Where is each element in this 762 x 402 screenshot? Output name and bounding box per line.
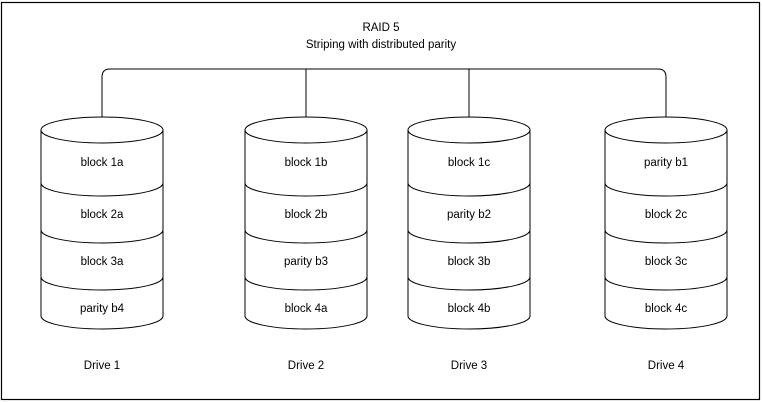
drive-4-block-4-label: block 4c xyxy=(645,303,687,315)
drive-4-divider-3 xyxy=(604,276,728,291)
drive-1-divider-2 xyxy=(40,229,164,244)
drive-1-top xyxy=(40,116,164,144)
drive-3-body xyxy=(407,129,531,330)
drive-4-divider-2 xyxy=(604,229,728,244)
drive-3-block-1-label: block 1c xyxy=(448,157,490,169)
drive-2-block-1-label: block 1b xyxy=(285,157,328,169)
diagram-title-line1: RAID 5 xyxy=(362,22,399,34)
drive-4-top xyxy=(604,116,728,144)
drive-2-block-2-label: block 2b xyxy=(285,209,328,221)
drive-1-divider-3 xyxy=(40,276,164,291)
drive-2-body xyxy=(244,129,368,330)
drive-2-divider-2 xyxy=(244,229,368,244)
drive-1[interactable]: block 1a block 2a block 3a parity b4 Dri… xyxy=(40,116,164,372)
raid-controller-bus xyxy=(101,68,667,121)
drive-1-divider-1 xyxy=(40,182,164,197)
drive-1-block-4-label: parity b4 xyxy=(80,303,125,315)
drive-2-label: Drive 2 xyxy=(288,360,324,372)
drive-4[interactable]: parity b1 block 2c block 3c block 4c Dri… xyxy=(604,116,728,372)
drive-3-label: Drive 3 xyxy=(451,360,487,372)
drive-3[interactable]: block 1c parity b2 block 3b block 4b Dri… xyxy=(407,116,531,372)
drive-4-block-3-label: block 3c xyxy=(645,256,687,268)
drive-1-block-3-label: block 3a xyxy=(81,256,124,268)
drive-4-divider-1 xyxy=(604,182,728,197)
drive-1-block-2-label: block 2a xyxy=(81,209,124,221)
drive-3-divider-2 xyxy=(407,229,531,244)
drive-3-block-4-label: block 4b xyxy=(448,303,491,315)
drive-3-block-3-label: block 3b xyxy=(448,256,491,268)
drive-4-block-1-label: parity b1 xyxy=(644,157,688,169)
drive-2-block-3-label: parity b3 xyxy=(284,256,328,268)
drive-1-block-1-label: block 1a xyxy=(81,157,124,169)
drive-4-body xyxy=(604,129,728,330)
drive-2-divider-3 xyxy=(244,276,368,291)
bus-spine xyxy=(101,68,667,121)
drive-2[interactable]: block 1b block 2b parity b3 block 4a Dri… xyxy=(244,116,368,372)
drive-3-divider-1 xyxy=(407,182,531,197)
drive-3-divider-3 xyxy=(407,276,531,291)
drive-2-top xyxy=(244,116,368,144)
drive-1-body xyxy=(40,129,164,330)
drive-3-block-2-label: parity b2 xyxy=(447,209,491,221)
diagram-title-line2: Striping with distributed parity xyxy=(306,39,456,51)
drive-1-label: Drive 1 xyxy=(84,360,120,372)
drive-4-label: Drive 4 xyxy=(648,360,685,372)
drive-2-block-4-label: block 4a xyxy=(285,303,328,315)
drive-2-divider-1 xyxy=(244,182,368,197)
drive-4-block-2-label: block 2c xyxy=(645,209,687,221)
drive-3-top xyxy=(407,116,531,144)
